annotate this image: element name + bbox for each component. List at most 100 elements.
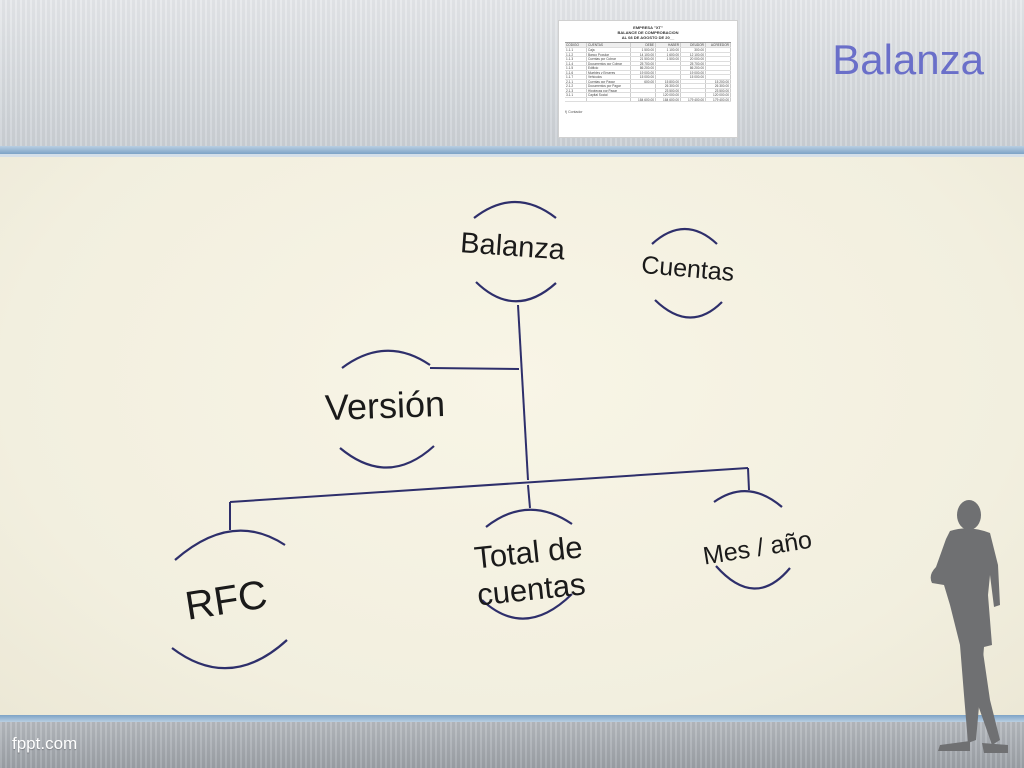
thumbnail-cell (656, 61, 681, 65)
thumbnail-cell: 1.1.5 (565, 66, 587, 70)
thumbnail-cell (587, 97, 631, 101)
thumbnail-cell: 86 200.00 (681, 66, 706, 70)
thumbnail-cell: Documentos por Pagar (587, 84, 631, 88)
node-rfc: RFC (182, 572, 270, 628)
footer-band (0, 722, 1024, 768)
footer-brand: fppt.com (12, 734, 78, 753)
thumbnail-cell: 1 500.00 (656, 57, 681, 61)
thumbnail-cell: 179 400.00 (681, 97, 706, 101)
thumbnail-cell (706, 70, 731, 74)
thumbnail-cell: Caja (587, 48, 631, 52)
thumbnail-cell: 1.1.6 (565, 70, 587, 74)
thumbnail-cell: 1.1.2 (565, 52, 587, 56)
rfc-arc-top (174, 529, 286, 561)
thumbnail-cell (681, 79, 706, 83)
thumbnail-cell: Edificio (587, 66, 631, 70)
thumbnail-cell: 23 500.00 (706, 88, 731, 92)
thumbnail-cell: 1.1.4 (565, 61, 587, 65)
balanza-arc-bottom (475, 281, 557, 303)
thumbnail-cell: 26 300.00 (706, 84, 731, 88)
thumbnail-cell (631, 88, 656, 92)
thumbnail-cell: Hipotecas por Pagar (587, 88, 631, 92)
thumbnail-cell: 2.1.3 (565, 88, 587, 92)
thumbnail-cell: 19 000.00 (681, 70, 706, 74)
node-cuentas: Cuentas (640, 251, 735, 287)
thumbnail-cell: 26 300.00 (656, 84, 681, 88)
node-version: Versión (324, 383, 445, 428)
thumbnail-cell: 25 700.00 (681, 61, 706, 65)
thumbnail-cell (656, 70, 681, 74)
thumbnail-cell: 15 200.00 (706, 79, 731, 83)
mes-arc-bottom (715, 565, 791, 590)
thumbnail-header-line: AL 08 DE AGOSTO DE 20__ (621, 35, 675, 40)
thumbnail-cell: 20 000.00 (681, 57, 706, 61)
thumbnail-cell: 14 100.00 (631, 52, 656, 56)
thumbnail-cell: Muebles y Enseres (587, 70, 631, 74)
thumbnail-cell: 23 500.00 (656, 88, 681, 92)
node-mes-anio: Mes / año (701, 526, 814, 571)
thumbnail-cell: 1.1.7 (565, 75, 587, 79)
thumbnail-cell: 86 200.00 (631, 66, 656, 70)
content-board (0, 157, 1024, 715)
thumbnail-cell: Cuentas por Pagar (587, 79, 631, 83)
header-rule (0, 146, 1024, 154)
thumbnail-header-line: BALANCE DE COMPROBACION (617, 30, 679, 35)
thumbnail-cell: CUENTAS (587, 43, 631, 47)
connector-horizontal-bar (229, 467, 749, 503)
thumbnail-cell (681, 88, 706, 92)
thumbnail-cell: 120 000.00 (706, 93, 731, 97)
thumbnail-cell (706, 48, 731, 52)
cuentas-arc-top (651, 228, 718, 245)
thumbnail-cell (631, 93, 656, 97)
thumbnail-cell: 600.00 (631, 79, 656, 83)
thumbnail-cell: 1.1.1 (565, 48, 587, 52)
thumbnail-cell: 12 100.00 (681, 52, 706, 56)
thumbnail-cell (656, 75, 681, 79)
cuentas-arc-bottom (654, 299, 723, 319)
connector-balanza-trunk (517, 304, 529, 481)
node-arcs (171, 200, 791, 670)
thumbnail-cell (631, 84, 656, 88)
thumbnail-cell: 120 000.00 (656, 93, 681, 97)
thumbnail-cell: CODIGO (565, 43, 587, 47)
thumbnail-cell: 2.1.2 (565, 84, 587, 88)
thumbnail-cell: 184 600.00 (656, 97, 681, 101)
thumbnail-cell: ACREEDOR (706, 43, 731, 47)
rfc-arc-bottom (171, 639, 288, 670)
thumbnail-cell: 21 500.00 (631, 57, 656, 61)
version-arc-bottom (339, 445, 435, 469)
thumbnail-cell (706, 57, 731, 61)
connector-total-drop (527, 484, 531, 509)
node-balanza: Balanza (459, 227, 567, 266)
thumbnail-cell: 1 100.00 (656, 48, 681, 52)
thumbnail-cell: Cuentas por Cobrar (587, 57, 631, 61)
thumbnail-cell: Banco Popular (587, 52, 631, 56)
thumbnail-cell: HABER (656, 43, 681, 47)
thumbnail-cell: 184 600.00 (631, 97, 656, 101)
connector-version-branch (429, 367, 520, 370)
thumbnail-cell: DEUDOR (681, 43, 706, 47)
thumbnail-cell (706, 61, 731, 65)
thumbnail-cell (565, 97, 587, 101)
thumbnail-signature: f) Contador (565, 110, 583, 114)
thumbnail-cell: 2.1.1 (565, 79, 587, 83)
thumbnail-cell: DEBE (631, 43, 656, 47)
balanza-arc-top (473, 200, 557, 219)
header-rule-light (0, 154, 1024, 157)
standing-man-silhouette (930, 500, 1008, 753)
version-arc-top (341, 349, 431, 369)
footer-rule (0, 715, 1024, 722)
total-arc-bottom (481, 593, 573, 620)
thumbnail-header-line: EMPRESA "XT" (633, 25, 663, 30)
slide-title: Balanza (832, 36, 984, 83)
